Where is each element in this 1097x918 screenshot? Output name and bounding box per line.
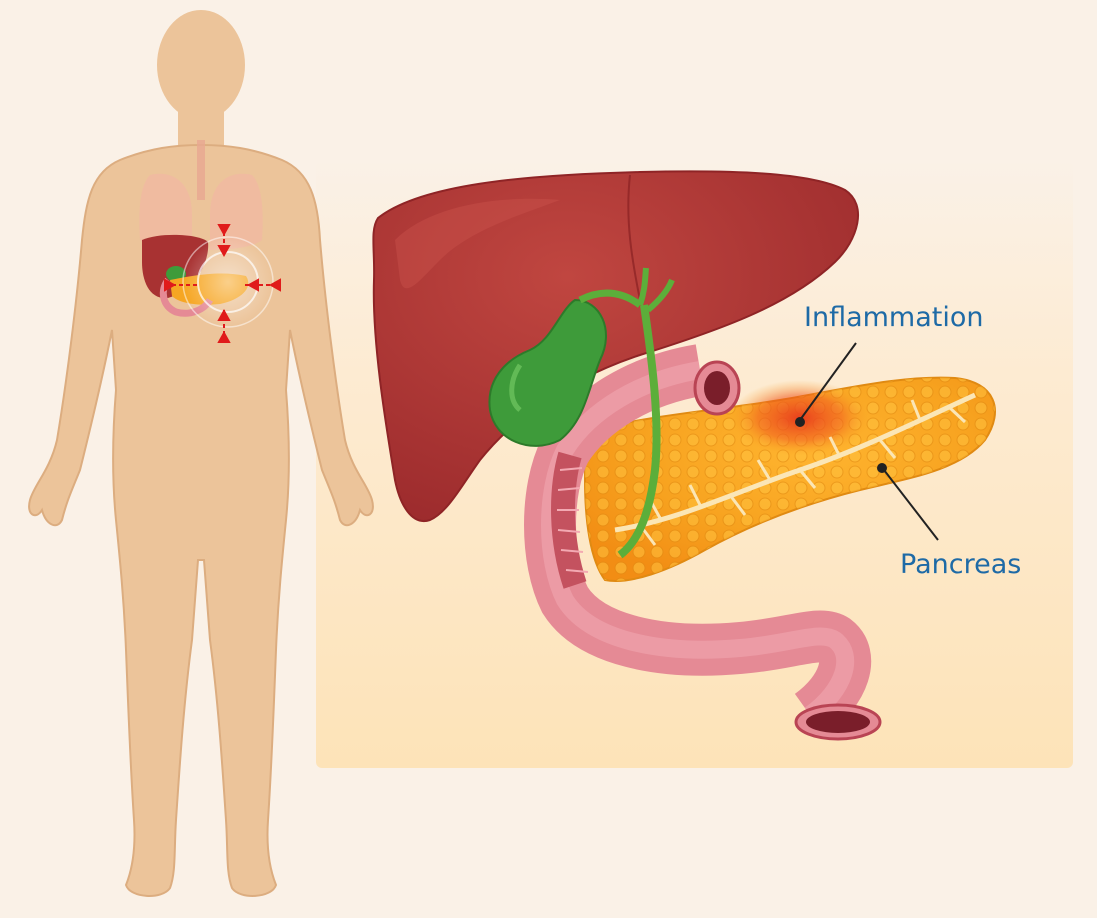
inflammation-label: Inflammation [804, 302, 984, 333]
pancreas-label: Pancreas [900, 549, 1021, 580]
